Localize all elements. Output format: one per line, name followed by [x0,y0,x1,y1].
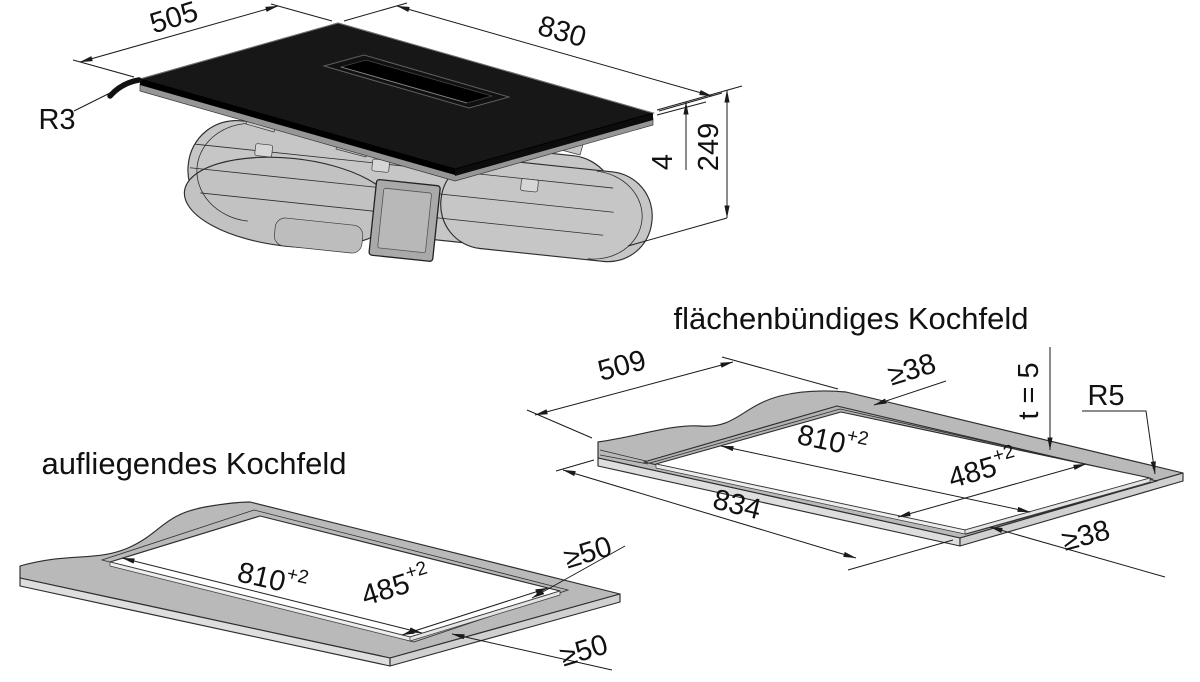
dim-4: 4 [647,85,743,170]
flush-mount-view: flächenbündiges Kochfeld 509 834 810+2 [526,301,1184,578]
isometric-product-view: 505 830 R3 4 249 [38,0,743,263]
flush-min-edge-bottom-label: ≥38 [1059,514,1114,557]
dim-min38-top: ≥38 [873,348,947,406]
motor-drum-right [440,158,653,263]
surface-min-edge-right-label: ≥50 [560,531,615,576]
filter-box-panel [377,187,432,253]
glass-edge-right [455,113,653,176]
dim-r3-label: R3 [38,104,75,136]
dim-249-label: 249 [693,123,725,171]
duct-outlet [273,217,364,254]
dim-509-label: 509 [594,344,649,387]
dim-4-label: 4 [647,154,679,170]
surface-min-edge-bottom-label: ≥50 [556,629,611,674]
drum-curve-left [196,122,258,222]
surface-view-title: aufliegendes Kochfeld [41,446,346,481]
radius-arc-mark [107,77,142,99]
dim-505: 505 [72,0,333,78]
flush-view-title: flächenbündiges Kochfeld [673,301,1028,336]
clip-tab [254,143,273,158]
drum-curve-right [587,170,643,260]
flush-recess-step-line [649,408,1154,480]
dim-249: 249 [627,89,730,247]
dim-505-label: 505 [146,0,202,40]
dim-panel-thickness: t = 5 [1013,347,1053,451]
clip-tab [520,178,539,193]
dim-r5-label: R5 [1087,380,1124,412]
flush-recess-edge-lines [599,449,649,465]
glass-edge-front [140,79,455,175]
dim-r3: R3 [38,77,142,136]
panel-thickness-label: t = 5 [1013,362,1045,419]
dim-r5: R5 [1082,380,1156,475]
surface-mount-view: aufliegendes Kochfeld 810+2 485+2 ≥50 ≥5… [19,446,626,674]
